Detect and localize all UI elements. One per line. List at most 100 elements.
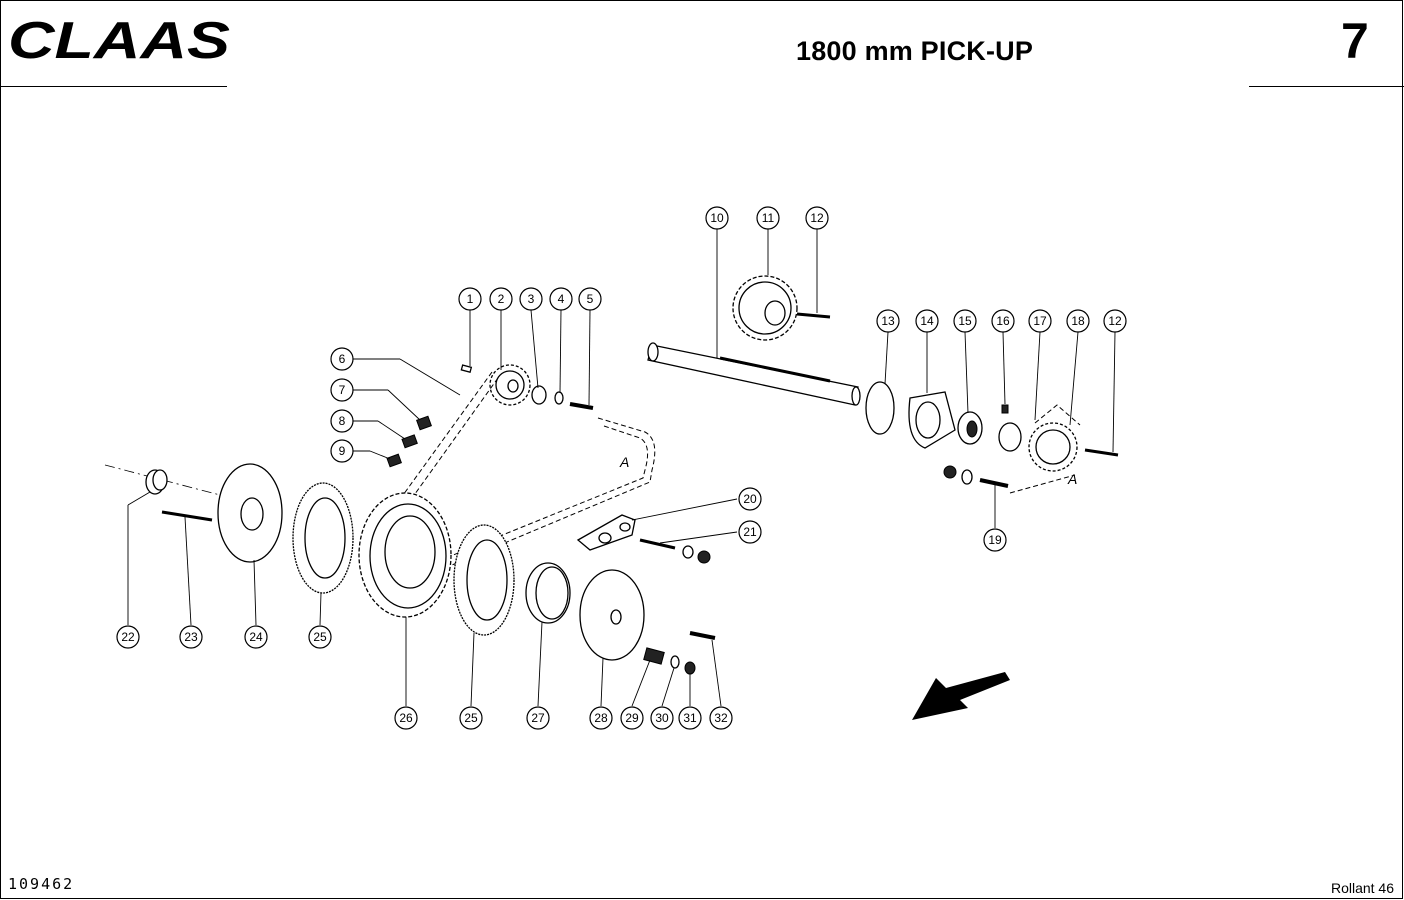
- sprocket-18: [1028, 422, 1078, 472]
- key-1: [460, 364, 473, 373]
- svg-text:1: 1: [467, 292, 474, 306]
- spring-29: [643, 647, 665, 665]
- svg-text:4: 4: [558, 292, 565, 306]
- brand-logo-text: CLAAS: [8, 16, 230, 66]
- callout-3: 3: [519, 287, 543, 311]
- connecting-link-8: [401, 434, 418, 449]
- svg-text:32: 32: [714, 711, 728, 725]
- svg-text:2: 2: [498, 292, 505, 306]
- nut-19a: [943, 465, 957, 479]
- washer-21a: [682, 545, 694, 559]
- svg-text:24: 24: [249, 630, 263, 644]
- sprocket-2: [489, 364, 531, 406]
- callout-19: 19: [983, 528, 1007, 552]
- bolt-12a: [796, 312, 831, 319]
- svg-text:10: 10: [710, 211, 724, 225]
- drive-shaft: [647, 342, 861, 406]
- leader-lines: [127, 229, 1116, 707]
- brand-logo: CLAAS: [8, 16, 230, 66]
- bolt-32: [689, 631, 716, 640]
- svg-text:7: 7: [339, 383, 346, 397]
- svg-text:14: 14: [920, 314, 934, 328]
- flange-13: [865, 381, 895, 435]
- svg-text:3: 3: [528, 292, 535, 306]
- callout-21: 21: [738, 520, 762, 544]
- svg-text:25: 25: [313, 630, 327, 644]
- callout-20: 20: [738, 487, 762, 511]
- callout-18: 18: [1066, 309, 1090, 333]
- svg-text:19: 19: [988, 533, 1002, 547]
- grease-nipple-16: [1001, 404, 1009, 414]
- svg-text:16: 16: [996, 314, 1010, 328]
- washer-4: [554, 391, 564, 405]
- svg-text:20: 20: [743, 492, 757, 506]
- callout-15: 15: [953, 309, 977, 333]
- washer-19b: [961, 469, 973, 485]
- svg-text:17: 17: [1033, 314, 1047, 328]
- callout-4: 4: [549, 287, 573, 311]
- callout-24: 24: [244, 625, 268, 649]
- bushing-22: [145, 469, 168, 495]
- header-rule-left: [0, 86, 227, 87]
- bolt-5: [569, 402, 594, 410]
- chain-label-left: A: [619, 454, 629, 470]
- callout-30: 30: [650, 706, 674, 730]
- callout-22: 22: [116, 625, 140, 649]
- svg-text:15: 15: [958, 314, 972, 328]
- svg-text:21: 21: [743, 525, 757, 539]
- hub-disc-24: [217, 463, 283, 563]
- bolt-19: [979, 478, 1009, 488]
- callout-6: 6: [330, 347, 354, 371]
- svg-text:12: 12: [1108, 314, 1122, 328]
- svg-text:30: 30: [655, 711, 669, 725]
- header-rule-right: [1249, 86, 1404, 87]
- svg-text:11: 11: [762, 211, 775, 225]
- callout-14: 14: [915, 309, 939, 333]
- callout-16: 16: [991, 309, 1015, 333]
- callout-12a: 12: [805, 206, 829, 230]
- washer-3: [531, 385, 547, 405]
- sprocket-11: [732, 275, 798, 341]
- bearing-housing-14: [908, 391, 956, 449]
- callout-11: 11: [756, 206, 780, 230]
- friction-disc-25b: [453, 524, 515, 636]
- bearing-15: [957, 411, 983, 445]
- callout-23: 23: [179, 625, 203, 649]
- tensioner-block-20: [576, 514, 636, 551]
- svg-text:12: 12: [810, 211, 824, 225]
- callout-17: 17: [1028, 309, 1052, 333]
- nut-21b: [697, 550, 711, 564]
- svg-text:29: 29: [625, 711, 639, 725]
- callout-29: 29: [620, 706, 644, 730]
- svg-text:27: 27: [531, 711, 545, 725]
- svg-text:26: 26: [399, 711, 413, 725]
- page-number: 7: [1341, 13, 1369, 69]
- callout-9: 9: [330, 439, 354, 463]
- svg-text:5: 5: [587, 292, 594, 306]
- callout-25a: 25: [308, 625, 332, 649]
- callout-13: 13: [876, 309, 900, 333]
- bolt-12b: [1084, 448, 1119, 457]
- friction-disc-25a: [292, 482, 354, 594]
- nut-31: [684, 661, 696, 675]
- callout-12b: 12: [1103, 309, 1127, 333]
- direction-arrow: [912, 672, 1010, 720]
- svg-text:18: 18: [1071, 314, 1085, 328]
- callout-26: 26: [394, 706, 418, 730]
- chain-label-right: A: [1067, 471, 1077, 487]
- pressure-plate-28: [579, 569, 645, 661]
- svg-text:6: 6: [339, 352, 346, 366]
- connecting-link-7: [416, 415, 432, 431]
- callout-27: 27: [526, 706, 550, 730]
- callout-8: 8: [330, 409, 354, 433]
- bolt-21: [639, 538, 676, 550]
- bolt-23: [161, 510, 213, 522]
- svg-text:13: 13: [881, 314, 895, 328]
- svg-text:31: 31: [683, 711, 697, 725]
- callout-5: 5: [578, 287, 602, 311]
- svg-text:8: 8: [339, 414, 346, 428]
- model-name: Rollant 46: [1330, 880, 1394, 896]
- callout-1: 1: [458, 287, 482, 311]
